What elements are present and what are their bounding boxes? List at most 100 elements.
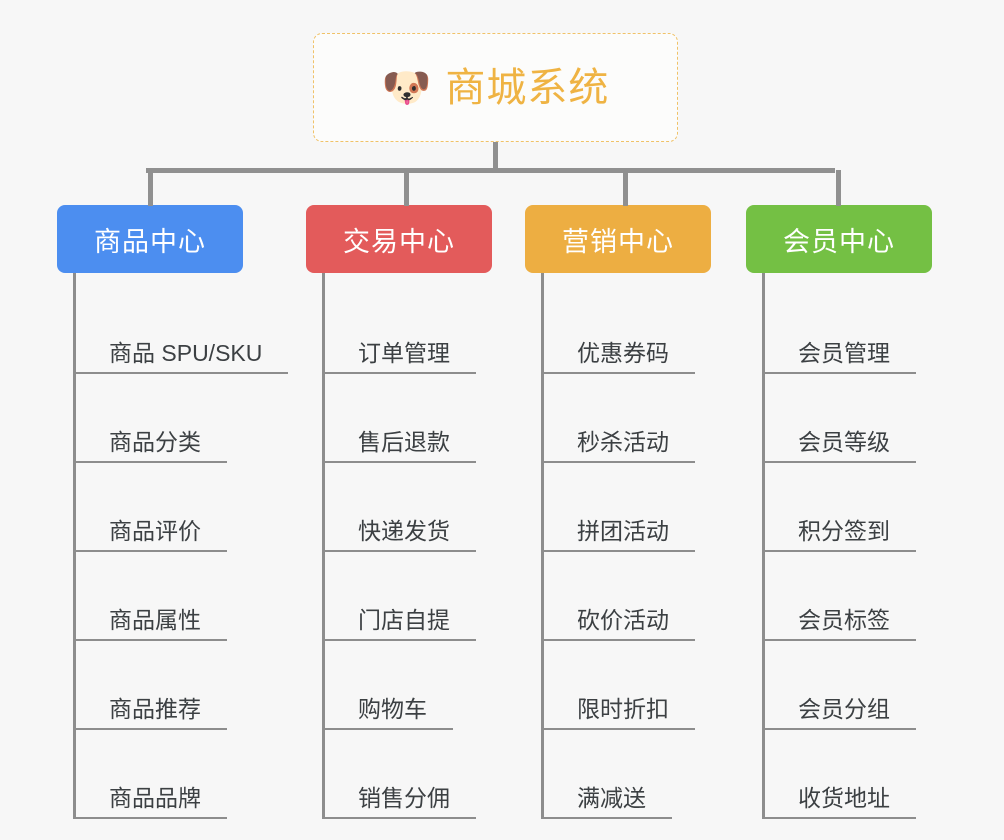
leaf-underline: 购物车 [322, 695, 453, 730]
leaf-item[interactable]: 会员分组 [762, 641, 932, 730]
leaf-label: 订单管理 [358, 339, 450, 366]
leaf-underline: 秒杀活动 [541, 428, 695, 463]
leaf-item[interactable]: 销售分佣 [322, 730, 492, 819]
leaf-item[interactable]: 门店自提 [322, 552, 492, 641]
category-box-trade-center[interactable]: 交易中心 [306, 205, 492, 273]
leaf-underline: 订单管理 [322, 339, 476, 374]
category-label: 交易中心 [343, 226, 455, 257]
leaf-underline: 商品品牌 [73, 784, 227, 819]
branch-column-product-center: 商品中心商品 SPU/SKU 商品分类商品评价商品属性商品推荐商品品牌 [57, 205, 289, 819]
leaf-item[interactable]: 会员标签 [762, 552, 932, 641]
leaf-item[interactable]: 售后退款 [322, 374, 492, 463]
leaf-label: 拼团活动 [577, 517, 669, 544]
leaf-label: 商品推荐 [109, 695, 201, 722]
leaf-label: 销售分佣 [358, 784, 450, 811]
leaf-underline: 砍价活动 [541, 606, 695, 641]
leaf-item[interactable]: 商品品牌 [73, 730, 243, 819]
leaf-label: 购物车 [358, 695, 427, 722]
leaf-underline: 积分签到 [762, 517, 916, 552]
leaf-item[interactable]: 商品推荐 [73, 641, 243, 730]
leaf-item[interactable]: 限时折扣 [541, 641, 711, 730]
leaf-item[interactable]: 订单管理 [322, 285, 492, 374]
leaf-item[interactable]: 满减送 [541, 730, 711, 819]
leaf-item[interactable]: 会员管理 [762, 285, 932, 374]
leaf-label: 积分签到 [798, 517, 890, 544]
connector-drop-marketing-center [623, 170, 628, 206]
branch-column-member-center: 会员中心会员管理会员等级积分签到会员标签会员分组收货地址 [746, 205, 932, 819]
leaf-label: 秒杀活动 [577, 428, 669, 455]
leaf-label: 商品 SPU/SKU [109, 339, 263, 366]
leaf-underline: 收货地址 [762, 784, 916, 819]
leaf-label: 满减送 [577, 784, 646, 811]
leaf-item[interactable]: 秒杀活动 [541, 374, 711, 463]
leaf-underline: 会员分组 [762, 695, 916, 730]
branch-column-trade-center: 交易中心订单管理售后退款快递发货门店自提购物车销售分佣 [306, 205, 492, 819]
leaf-item[interactable]: 商品属性 [73, 552, 243, 641]
category-box-marketing-center[interactable]: 营销中心 [525, 205, 711, 273]
category-box-member-center[interactable]: 会员中心 [746, 205, 932, 273]
leaf-underline: 会员等级 [762, 428, 916, 463]
leaf-item[interactable]: 快递发货 [322, 463, 492, 552]
connector-drop-member-center [836, 170, 841, 206]
leaf-label: 限时折扣 [577, 695, 669, 722]
category-label: 会员中心 [783, 226, 895, 257]
leaf-label: 快递发货 [358, 517, 450, 544]
connector-rail-marketing-center [541, 273, 544, 819]
category-box-product-center[interactable]: 商品中心 [57, 205, 243, 273]
leaf-item[interactable]: 积分签到 [762, 463, 932, 552]
leaf-list-marketing-center: 优惠券码秒杀活动拼团活动砍价活动限时折扣满减送 [541, 273, 711, 819]
leaf-label: 会员管理 [798, 339, 890, 366]
leaf-item[interactable]: 收货地址 [762, 730, 932, 819]
leaf-underline: 商品属性 [73, 606, 227, 641]
leaf-underline: 限时折扣 [541, 695, 695, 730]
connector-drop-trade-center [404, 170, 409, 206]
leaf-underline: 商品推荐 [73, 695, 227, 730]
leaf-item[interactable]: 商品评价 [73, 463, 243, 552]
leaf-label: 门店自提 [358, 606, 450, 633]
leaf-label: 收货地址 [798, 784, 890, 811]
root-title: 商城系统 [445, 65, 610, 110]
connector-root-stem [493, 142, 498, 170]
leaf-underline: 拼团活动 [541, 517, 695, 552]
leaf-underline: 销售分佣 [322, 784, 476, 819]
dog-face-icon: 🐶 [381, 65, 432, 110]
connector-rail-member-center [762, 273, 765, 819]
leaf-list-member-center: 会员管理会员等级积分签到会员标签会员分组收货地址 [762, 273, 932, 819]
leaf-label: 会员分组 [798, 695, 890, 722]
connector-drop-product-center [148, 170, 153, 206]
leaf-label: 商品分类 [109, 428, 201, 455]
leaf-underline: 会员标签 [762, 606, 916, 641]
leaf-item[interactable]: 购物车 [322, 641, 492, 730]
leaf-underline: 商品分类 [73, 428, 227, 463]
leaf-item[interactable]: 拼团活动 [541, 463, 711, 552]
leaf-label: 商品属性 [109, 606, 201, 633]
leaf-item[interactable]: 优惠券码 [541, 285, 711, 374]
leaf-label: 商品评价 [109, 517, 201, 544]
connector-rail-trade-center [322, 273, 325, 819]
leaf-underline: 会员管理 [762, 339, 916, 374]
leaf-label: 会员标签 [798, 606, 890, 633]
leaf-label: 优惠券码 [577, 339, 669, 366]
leaf-underline: 快递发货 [322, 517, 476, 552]
leaf-underline: 售后退款 [322, 428, 476, 463]
connector-horizontal-bar [146, 168, 835, 173]
category-label: 营销中心 [562, 226, 674, 257]
leaf-label: 售后退款 [358, 428, 450, 455]
leaf-underline: 优惠券码 [541, 339, 695, 374]
root-node[interactable]: 🐶 商城系统 [313, 33, 678, 142]
leaf-underline: 商品评价 [73, 517, 227, 552]
category-label: 商品中心 [94, 226, 206, 257]
leaf-item[interactable]: 商品分类 [73, 374, 243, 463]
leaf-underline: 门店自提 [322, 606, 476, 641]
leaf-label: 商品品牌 [109, 784, 201, 811]
leaf-item[interactable]: 会员等级 [762, 374, 932, 463]
branch-column-marketing-center: 营销中心优惠券码秒杀活动拼团活动砍价活动限时折扣满减送 [525, 205, 711, 819]
leaf-item[interactable]: 商品 SPU/SKU [73, 285, 289, 374]
leaf-list-product-center: 商品 SPU/SKU 商品分类商品评价商品属性商品推荐商品品牌 [73, 273, 289, 819]
leaf-item[interactable]: 砍价活动 [541, 552, 711, 641]
leaf-label: 会员等级 [798, 428, 890, 455]
leaf-list-trade-center: 订单管理售后退款快递发货门店自提购物车销售分佣 [322, 273, 492, 819]
connector-rail-product-center [73, 273, 76, 819]
leaf-label: 砍价活动 [577, 606, 669, 633]
